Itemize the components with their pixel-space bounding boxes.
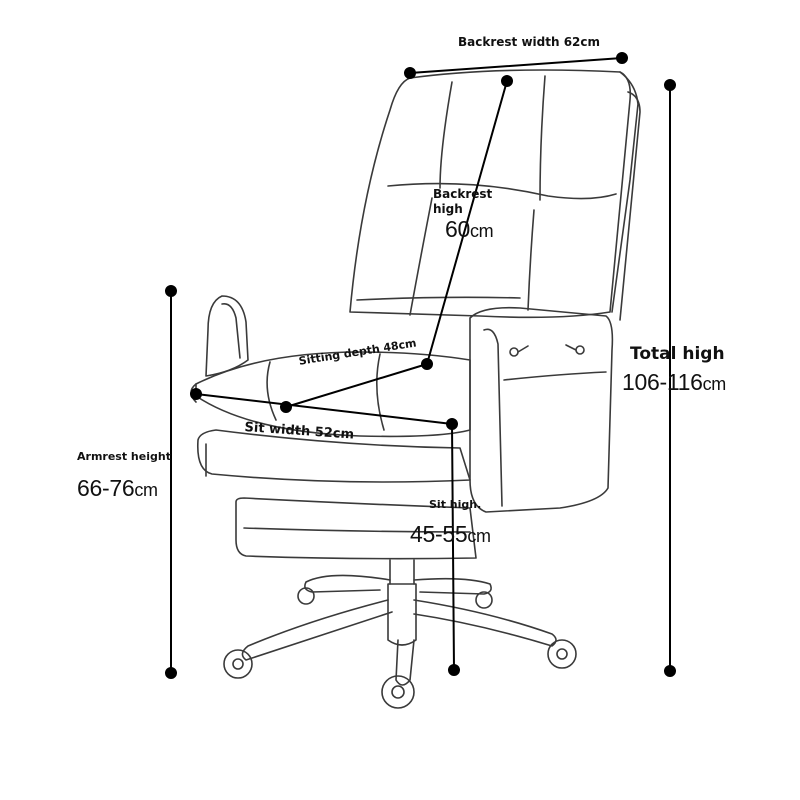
gas-lift [389,559,415,585]
caster-right [547,639,577,669]
total-high-label: Total high [630,344,725,364]
sit-width-line [195,393,453,425]
backrest-outline [349,69,632,319]
caster-front [381,675,415,709]
total-high-value: 106-116cm [622,369,727,395]
armrest-height-value: 66-76cm [77,475,158,501]
backrest-high-line [426,80,508,365]
backrest-width-label: Backrest width 62cm [458,35,601,49]
sitting-depth-line [285,363,428,408]
backrest-side [611,71,639,313]
backrest-width-line [409,57,623,74]
sit-high-label: Sit high. [429,498,482,511]
armrest-height-label: Armrest height [77,450,171,463]
backrest-high-value: 60cm [445,216,494,242]
backrest-high-label-line2: high [433,202,463,216]
caster-left [223,649,253,679]
right-armrest [469,306,614,513]
footrest [235,497,477,560]
sit-high-line [451,423,455,671]
left-armrest [205,295,249,377]
star-base [304,574,391,593]
sit-high-value: 45-55cm [410,521,491,547]
backrest-high-label-line1: Backrest [433,187,493,201]
